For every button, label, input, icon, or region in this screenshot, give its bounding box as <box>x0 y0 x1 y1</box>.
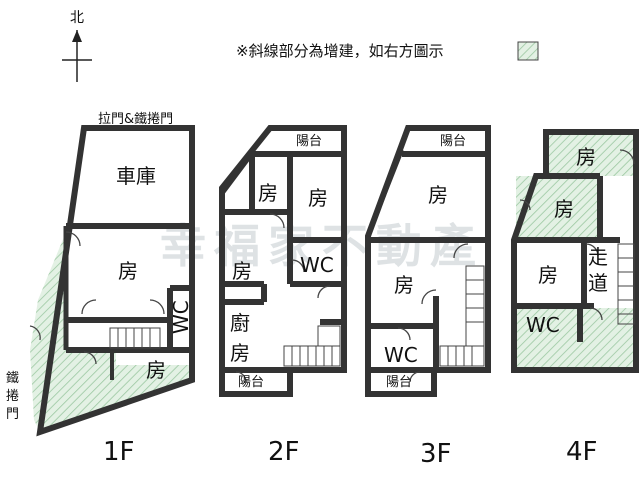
floor-label: 4F <box>566 437 598 467</box>
floor-1f-door-swing <box>81 299 97 315</box>
floor-1f-door-swing <box>65 231 81 247</box>
floor-4f-door-swing <box>589 307 603 321</box>
legend-hatch-swatch <box>517 41 539 61</box>
floor-4f-hatched-addition <box>546 134 636 176</box>
floor-1f-stairs <box>109 327 161 349</box>
room-label: 車庫 <box>116 164 156 188</box>
north-label: 北 <box>70 10 84 26</box>
floor-2f-stairs <box>283 325 341 367</box>
floor-1f-door-swing <box>83 351 97 365</box>
floor-4f-door-swing <box>619 149 635 165</box>
floor-2f-door-swing <box>235 371 247 383</box>
balcony-label: 陽台 <box>440 134 466 149</box>
floor-4f-hatched-addition <box>516 308 636 370</box>
svg-text:門: 門 <box>6 407 19 422</box>
floor-1f-door-swing <box>29 325 41 341</box>
room-label: 房 <box>308 186 328 210</box>
balcony-label: 陽台 <box>238 375 264 390</box>
svg-text:鐵: 鐵 <box>6 370 19 386</box>
floor-4f-door-swing <box>519 199 531 211</box>
svg-text:捲: 捲 <box>6 389 19 404</box>
room-label: 房 <box>258 181 278 205</box>
compass: 北 <box>62 10 92 82</box>
floor-1f-top-door-label: 拉門&鐵捲門 <box>98 111 173 127</box>
room-label: WC <box>526 313 560 337</box>
floor-2f-door-swing <box>291 259 305 273</box>
room-label: 房 <box>232 259 252 283</box>
floor-4f-door-swing <box>585 243 599 257</box>
floor-2f-plan: 陽台 陽台 房 房 房 WC 廚 房 2F <box>219 125 347 467</box>
room-label-kitchen: 廚 房 <box>230 311 250 365</box>
room-label: WC <box>300 253 334 277</box>
room-label: 房 <box>428 183 448 207</box>
floor-3f-door-swing <box>397 327 411 341</box>
north-arrow-icon <box>72 30 82 42</box>
svg-text:廚: 廚 <box>230 311 250 335</box>
floor-1f-door-swing <box>149 299 165 315</box>
floor-3f-stairs <box>439 265 485 367</box>
balcony-label: 陽台 <box>296 134 322 149</box>
floor-2f-door-swing <box>269 213 285 229</box>
room-label-corridor: 走 道 <box>588 245 608 295</box>
floor-2f-door-swing <box>317 285 331 299</box>
floor-3f-plan: 陽台 陽台 房 房 WC 3F <box>365 125 491 469</box>
floor-label: 3F <box>420 439 452 469</box>
room-label: 房 <box>146 358 166 382</box>
room-label: 房 <box>538 263 558 287</box>
floor-3f-door-swing <box>421 289 437 305</box>
room-label: WC <box>169 300 193 334</box>
floor-1f-hatched-addition <box>30 232 192 432</box>
room-label: 房 <box>118 259 138 283</box>
watermark: 幸福家不動產 <box>160 219 484 273</box>
floor-1f-plan: 拉門&鐵捲門 鐵 捲 門 車庫 房 WC 房 1F <box>6 111 195 467</box>
floor-3f-door-swing <box>409 371 421 383</box>
room-label: 房 <box>554 197 574 221</box>
floor-label: 1F <box>103 437 135 467</box>
floor-4f-plan: 房 房 房 走 道 WC 4F <box>511 129 639 467</box>
room-label: 房 <box>394 273 414 297</box>
room-label: 房 <box>576 145 596 169</box>
room-label: WC <box>384 343 418 367</box>
legend: ※斜線部分為增建，如右方圖示 <box>236 41 539 61</box>
floor-3f-door-swing <box>453 243 469 259</box>
floor-1f-side-door-label: 鐵 捲 門 <box>6 370 19 422</box>
floor-label: 2F <box>268 437 300 467</box>
svg-text:道: 道 <box>588 271 608 295</box>
legend-note: ※斜線部分為增建，如右方圖示 <box>236 42 444 60</box>
balcony-label: 陽台 <box>386 375 412 390</box>
floor-4f-stairs <box>617 243 635 325</box>
svg-text:走: 走 <box>588 245 608 269</box>
svg-text:房: 房 <box>230 341 250 365</box>
